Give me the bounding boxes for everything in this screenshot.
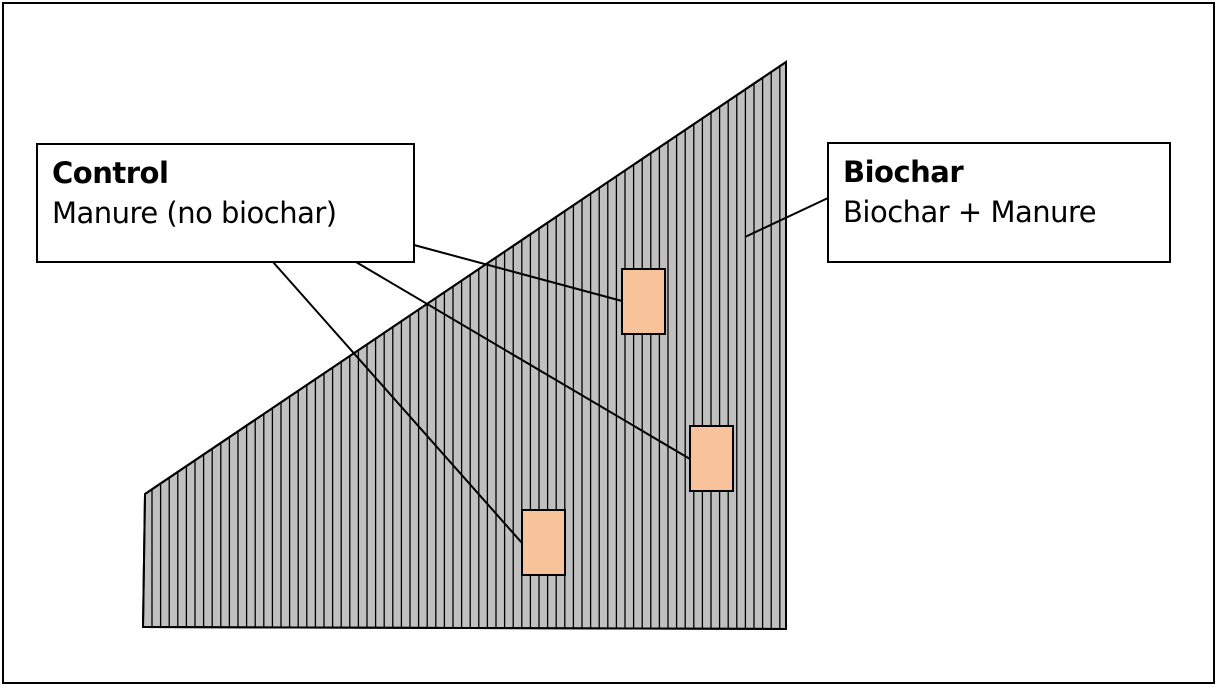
biochar-title: Biochar [843,155,964,189]
biochar-description: Biochar + Manure [843,195,1097,229]
control-leader-line-2 [355,261,691,460]
control-plot-3 [521,509,566,576]
control-leader-line-3 [272,261,523,544]
control-label-box: Control Manure (no biochar) [36,143,415,263]
control-plot-1 [621,268,666,335]
biochar-label-box: Biochar Biochar + Manure [827,142,1171,263]
control-leader-line-1 [413,244,623,302]
control-plot-2 [689,425,734,492]
control-title: Control [52,156,169,190]
biochar-leader-line [744,197,829,238]
biochar-field-outline [141,60,787,631]
control-description: Manure (no biochar) [52,196,337,230]
